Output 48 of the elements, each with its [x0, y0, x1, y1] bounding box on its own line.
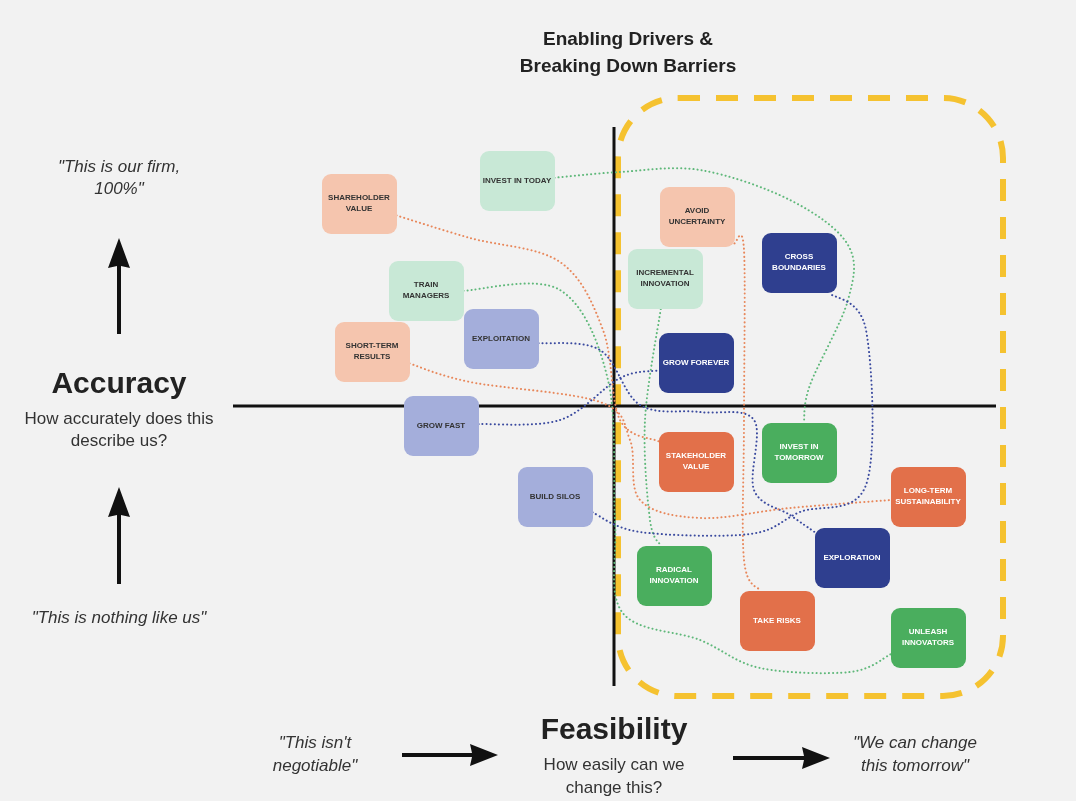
- note-text: EXPLORATION: [823, 552, 881, 564]
- connector-line: [591, 292, 874, 537]
- connector-line: [733, 234, 762, 592]
- note-text: STAKEHOLDER VALUE: [664, 451, 728, 473]
- sticky-note: [658, 432, 734, 492]
- sticky-note: [479, 151, 555, 211]
- axis-title: Accuracy: [50, 366, 188, 400]
- sticky-note: [658, 333, 734, 393]
- sticky-note: [321, 174, 397, 234]
- note-text: INVEST IN TODAY: [482, 175, 552, 187]
- sticky-note: [403, 396, 479, 456]
- note-text: TRAIN MANAGERS: [401, 280, 451, 302]
- note-text: GROW FAST: [416, 420, 466, 432]
- sticky-note: [890, 467, 966, 527]
- scale-note: "This is our firm, 100%": [56, 156, 182, 201]
- sticky-note: [761, 423, 837, 483]
- note-text: GROW FOREVER: [662, 357, 730, 369]
- note-text: EXPLOITATION: [472, 333, 530, 345]
- scale-note: "This is nothing like us": [30, 608, 208, 628]
- title: Enabling Drivers & Breaking Down Barriers: [518, 27, 738, 78]
- note-text: UNLEASH INNOVATORS: [901, 627, 955, 649]
- sticky-note: [463, 309, 539, 369]
- note-text: SHORT-TERM RESULTS: [344, 341, 400, 363]
- sticky-note: [761, 233, 837, 293]
- sticky-note: [659, 187, 735, 247]
- axis-description: How easily can we change this?: [542, 754, 686, 799]
- sticky-note: [334, 322, 410, 382]
- sticky-note: [517, 467, 593, 527]
- scale-note: "We can change this tomorrow": [852, 732, 978, 777]
- connector-line: [643, 308, 663, 547]
- sticky-note: [890, 608, 966, 668]
- note-text: SHAREHOLDER VALUE: [327, 193, 391, 215]
- sticky-note: [636, 546, 712, 606]
- sticky-note: [627, 249, 703, 309]
- note-text: RADICAL INNOVATION: [648, 565, 700, 587]
- note-text: LONG-TERM SUSTAINABILITY: [894, 486, 962, 508]
- note-text: INVEST IN TOMORROW: [773, 442, 825, 464]
- axis-title: Feasibility: [539, 712, 689, 746]
- note-text: BUILD SILOS: [529, 491, 581, 503]
- axis-description: How accurately does this describe us?: [23, 408, 215, 453]
- sticky-note: [388, 261, 464, 321]
- scale-note: "This isn't negotiable": [271, 732, 359, 777]
- note-text: INCREMENTAL INNOVATION: [635, 268, 695, 290]
- note-text: AVOID UNCERTAINTY: [667, 206, 727, 228]
- sticky-note: [814, 528, 890, 588]
- note-text: TAKE RISKS: [753, 615, 801, 627]
- note-text: CROSS BOUNDARIES: [771, 252, 827, 274]
- sticky-note: [739, 591, 815, 651]
